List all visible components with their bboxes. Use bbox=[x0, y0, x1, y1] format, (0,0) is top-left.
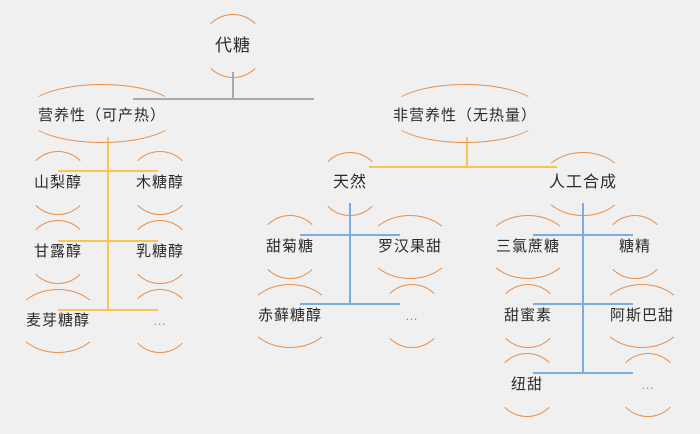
leaf-label: 木糖醇 bbox=[135, 173, 184, 191]
leaf-label: … bbox=[405, 307, 419, 323]
leaf-node[interactable]: 甘露醇 bbox=[18, 220, 98, 284]
leaf-node[interactable]: 木糖醇 bbox=[120, 151, 200, 215]
connector-nonnutritive-bus bbox=[369, 166, 557, 168]
node-label: 非营养性（无热量） bbox=[392, 106, 537, 124]
leaf-node[interactable]: 纽甜 bbox=[492, 353, 562, 417]
node-nutritive[interactable]: 营养性（可产热） bbox=[12, 84, 192, 143]
leaf-label: 三氯蔗糖 bbox=[495, 237, 560, 255]
connector-artificial-row1 bbox=[533, 234, 633, 236]
leaf-label: 麦芽糖醇 bbox=[25, 311, 90, 329]
connector-nutritive-row2 bbox=[58, 240, 158, 242]
node-label: 代糖 bbox=[215, 35, 251, 55]
leaf-node[interactable]: 甜菊糖 bbox=[250, 215, 330, 279]
leaf-node-ellipsis[interactable]: … bbox=[608, 353, 688, 417]
node-label: 营养性（可产热） bbox=[37, 106, 166, 124]
connector-artificial-row3 bbox=[533, 372, 633, 374]
node-label: 人工合成 bbox=[548, 174, 617, 191]
leaf-node[interactable]: 甜蜜素 bbox=[488, 284, 568, 348]
connector-nutritive-spine bbox=[107, 137, 109, 310]
leaf-label: 甜蜜素 bbox=[503, 306, 552, 324]
leaf-label: … bbox=[641, 376, 655, 392]
leaf-label: … bbox=[153, 312, 167, 328]
leaf-node-ellipsis[interactable]: … bbox=[120, 289, 200, 353]
node-artificial[interactable]: 人工合成 bbox=[533, 152, 633, 216]
node-natural[interactable]: 天然 bbox=[310, 152, 390, 216]
leaf-label: 甜菊糖 bbox=[265, 237, 314, 255]
connector-artificial-row2 bbox=[533, 303, 633, 305]
leaf-label: 糖精 bbox=[618, 237, 651, 255]
connector-nutritive-row3 bbox=[58, 309, 158, 311]
connector-root-stem bbox=[232, 72, 234, 99]
leaf-node[interactable]: 糖精 bbox=[600, 215, 670, 279]
connector-nutritive-row1 bbox=[58, 170, 158, 172]
leaf-node[interactable]: 麦芽糖醇 bbox=[8, 289, 108, 353]
leaf-node[interactable]: 罗汉果甜 bbox=[362, 215, 458, 279]
leaf-node[interactable]: 三氯蔗糖 bbox=[478, 215, 578, 279]
leaf-label: 罗汉果甜 bbox=[377, 237, 442, 255]
leaf-node[interactable]: 山梨醇 bbox=[18, 151, 98, 215]
node-nonnutritive[interactable]: 非营养性（无热量） bbox=[365, 84, 565, 143]
leaf-node-ellipsis[interactable]: … bbox=[372, 284, 452, 348]
leaf-label: 山梨醇 bbox=[33, 173, 82, 191]
connector-nonnutritive-stem bbox=[466, 137, 468, 167]
leaf-label: 阿斯巴甜 bbox=[609, 306, 674, 324]
connector-natural-spine bbox=[349, 203, 351, 305]
leaf-node[interactable]: 阿斯巴甜 bbox=[592, 284, 692, 348]
leaf-node[interactable]: 乳糖醇 bbox=[120, 220, 200, 284]
node-root[interactable]: 代糖 bbox=[193, 14, 273, 78]
leaf-node[interactable]: 赤藓糖醇 bbox=[240, 284, 340, 348]
leaf-label: 乳糖醇 bbox=[135, 242, 184, 260]
connector-artificial-spine bbox=[582, 203, 584, 374]
leaf-label: 甘露醇 bbox=[33, 242, 82, 260]
connector-natural-row2 bbox=[300, 303, 400, 305]
connector-natural-row1 bbox=[300, 234, 400, 236]
connector-root-bus bbox=[133, 98, 314, 100]
leaf-label: 赤藓糖醇 bbox=[257, 306, 322, 324]
node-label: 天然 bbox=[332, 174, 367, 191]
leaf-label: 纽甜 bbox=[510, 375, 543, 393]
